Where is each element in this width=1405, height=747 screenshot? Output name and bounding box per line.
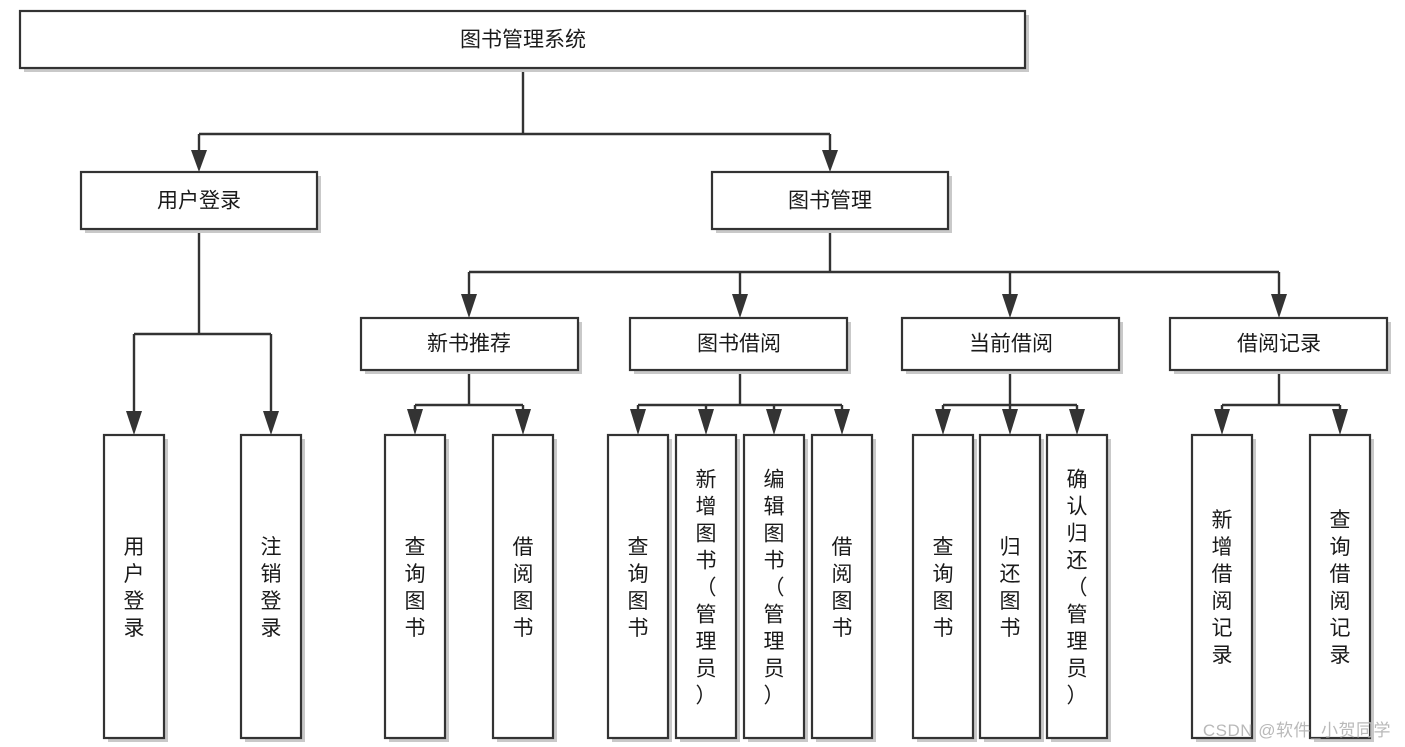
node-login[interactable]: 用户登录 [79, 170, 321, 233]
node-leaf-8[interactable]: 借阅图书 [810, 433, 876, 742]
arrow-leaf-12 [1214, 409, 1230, 435]
node-leaf-13-rect [1308, 433, 1372, 740]
arrow-login [191, 150, 207, 172]
node-leaf-2-rect [239, 433, 303, 740]
node-leaf-5[interactable]: 查询图书 [606, 433, 672, 742]
node-leaf-2-label: 注销登录 [261, 536, 282, 640]
node-leaf-8-label: 借阅图书 [832, 536, 853, 640]
node-leaf-11-rect [1045, 433, 1109, 740]
node-records[interactable]: 借阅记录 [1168, 316, 1391, 374]
node-leaf-3-label: 查询图书 [405, 536, 426, 640]
node-leaf-3[interactable]: 查询图书 [383, 433, 449, 742]
node-leaf-5-label: 查询图书 [628, 536, 649, 640]
node-leaf-7-rect [742, 433, 806, 740]
arrow-leaf-1 [126, 411, 142, 435]
node-borrow-rect [628, 316, 849, 372]
arrow-records [1271, 294, 1287, 318]
node-root[interactable]: 图书管理系统 [18, 9, 1029, 72]
arrow-borrow [732, 294, 748, 318]
node-leaf-13[interactable]: 查询借阅记录 [1308, 433, 1374, 742]
node-leaf-6-rect [674, 433, 738, 740]
node-leaf-8-rect [810, 433, 874, 740]
node-leaf-9-rect [911, 433, 975, 740]
node-leaf-10-label: 归还图书 [1000, 536, 1021, 640]
arrow-leaf-9 [935, 409, 951, 435]
node-login-rect [79, 170, 319, 231]
node-records-label: 借阅记录 [1237, 333, 1321, 356]
arrow-newbook [461, 294, 477, 318]
node-bookmgmt[interactable]: 图书管理 [710, 170, 952, 233]
node-leaf-13-label: 查询借阅记录 [1330, 509, 1351, 667]
arrow-leaf-8 [834, 409, 850, 435]
node-leaf-9[interactable]: 查询图书 [911, 433, 977, 742]
node-leaf-10-rect [978, 433, 1042, 740]
node-leaf-5-rect [606, 433, 670, 740]
node-borrow-label: 图书借阅 [697, 333, 781, 356]
node-bookmgmt-rect [710, 170, 950, 231]
node-leaf-4-rect [491, 433, 555, 740]
node-current[interactable]: 当前借阅 [900, 316, 1123, 374]
node-current-label: 当前借阅 [969, 333, 1053, 356]
node-leaf-1[interactable]: 用户登录 [102, 433, 168, 742]
arrow-leaf-2 [263, 411, 279, 435]
node-login-label: 用户登录 [157, 190, 241, 213]
node-leaf-3-rect [383, 433, 447, 740]
node-leaf-12[interactable]: 新增借阅记录 [1190, 433, 1256, 742]
node-leaf-6[interactable]: 新增图书（管理员） [674, 433, 740, 742]
node-leaf-11[interactable]: 确认归还（管理员） [1045, 433, 1111, 742]
node-leaf-1-label: 用户登录 [124, 536, 145, 640]
node-leaf-2[interactable]: 注销登录 [239, 433, 305, 742]
node-records-rect [1168, 316, 1389, 372]
node-leaf-7-label: 编辑图书（管理员） [764, 469, 785, 708]
node-leaf-9-label: 查询图书 [933, 536, 954, 640]
csdn-watermark: CSDN @软件_小贺同学 [1202, 721, 1391, 740]
node-root-label: 图书管理系统 [460, 29, 586, 52]
node-root-rect [18, 9, 1027, 70]
arrow-leaf-6 [698, 409, 714, 435]
node-leaf-12-label: 新增借阅记录 [1212, 509, 1233, 667]
node-leaf-10[interactable]: 归还图书 [978, 433, 1044, 742]
node-leaf-12-rect [1190, 433, 1254, 740]
arrow-leaf-7 [766, 409, 782, 435]
arrow-leaf-5 [630, 409, 646, 435]
arrow-leaf-11 [1069, 409, 1085, 435]
node-leaf-7[interactable]: 编辑图书（管理员） [742, 433, 808, 742]
node-current-rect [900, 316, 1121, 372]
arrow-leaf-3 [407, 409, 423, 435]
arrow-bookmgmt [822, 150, 838, 172]
arrow-leaf-10 [1002, 409, 1018, 435]
node-leaf-4-label: 借阅图书 [513, 536, 534, 640]
arrow-leaf-4 [515, 409, 531, 435]
node-leaf-1-rect [102, 433, 166, 740]
node-bookmgmt-label: 图书管理 [788, 190, 872, 213]
node-newbook[interactable]: 新书推荐 [359, 316, 582, 374]
arrow-leaf-13 [1332, 409, 1348, 435]
node-leaf-6-label: 新增图书（管理员） [696, 469, 717, 708]
node-newbook-label: 新书推荐 [427, 333, 511, 356]
node-leaf-11-label: 确认归还（管理员） [1067, 469, 1088, 708]
node-newbook-rect [359, 316, 580, 372]
arrow-current [1002, 294, 1018, 318]
connector-layer [126, 68, 1348, 435]
node-leaf-4[interactable]: 借阅图书 [491, 433, 557, 742]
node-borrow[interactable]: 图书借阅 [628, 316, 851, 374]
